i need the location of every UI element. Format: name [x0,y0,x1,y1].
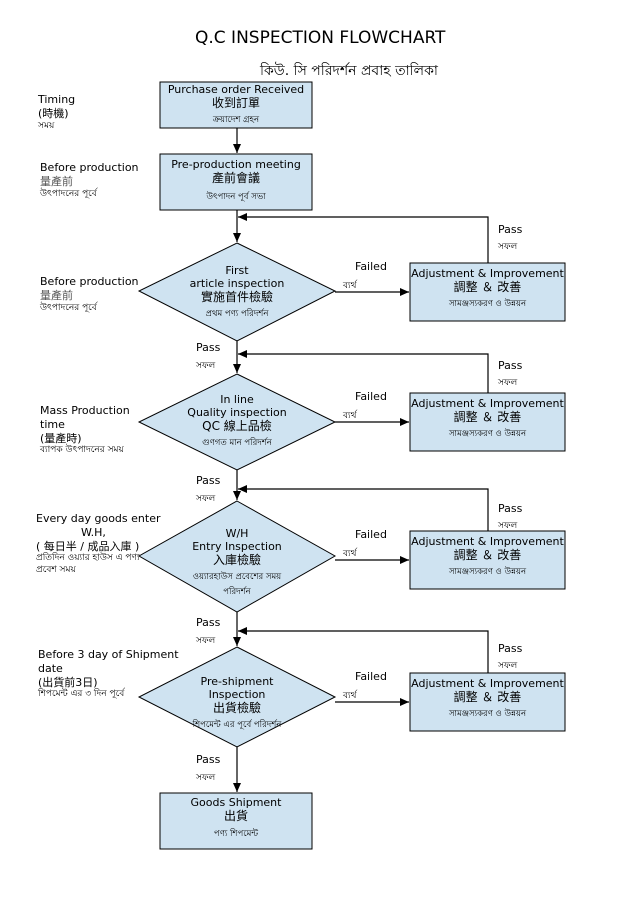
adjustment-text-4: Adjustment & Improvement 調整 ＆ 改善 সামঞ্জস… [411,677,564,719]
pass-loop-2 [238,350,489,393]
left-label-before-production-1: Before production 量產前 উৎপাদনের পূর্বে [40,161,139,199]
inline-qc-text: In line Quality inspection QC 線上品檢 গুণগত… [187,393,287,448]
failed-bn-label-2: ব্যর্থ [343,411,357,421]
pass-loop-4 [238,627,489,673]
pass-label-main-2: Pass [196,474,221,487]
pass-label-right-4: Pass [498,642,523,655]
goods-shipment-box [159,792,313,850]
pass-bn-label-main-4: সফল [196,773,216,783]
failed-bn-label-4: ব্যর্থ [343,691,357,701]
adjustment-box-4 [409,672,566,732]
pass-bn-label-right-1: সফল [498,242,518,252]
left-label-before-production-2: Before production 量產前 উৎপাদনের পূর্বে [40,275,139,313]
failed-label-4: Failed [355,670,387,683]
pass-loop-3 [238,485,489,531]
left-label-before-shipment: Before 3 day of Shipment date (出貨前3日) শি… [38,648,179,700]
pass-bn-label-main-2: সফল [196,494,216,504]
left-label-every-day: Every day goods enter W.H, ( 每日半 / 成品入庫 … [36,512,161,575]
pass-bn-label-right-2: সফল [498,378,518,388]
left-label-timing: Timing (時機) সময় [38,93,76,131]
goods-shipment-text: Goods Shipment 出貨 পণ্য শিপমেন্ট [190,796,282,839]
pass-label-right-2: Pass [498,359,523,372]
pre-production-text: Pre-production meeting 產前會議 উৎপাদন পূর্ব… [171,158,301,202]
adjustment-text-1: Adjustment & Improvement 調整 ＆ 改善 সামঞ্জস… [411,267,564,309]
pass-label-main-1: Pass [196,341,221,354]
failed-bn-label-1: ব্যর্থ [343,281,357,291]
failed-bn-label-3: ব্যর্থ [343,549,357,559]
pass-label-right-3: Pass [498,502,523,515]
left-label-mass-production: Mass Production time (量產時) ব্যাপক উৎপাদন… [40,404,130,456]
pass-label-main-3: Pass [196,616,221,629]
purchase-order-text: Purchase order Received 收到訂單 ক্রয়াদেশ গ… [167,83,305,125]
first-article-text: First article inspection 實施首件檢驗 প্রথম পণ… [189,264,285,319]
adjustment-text-3: Adjustment & Improvement 調整 ＆ 改善 সামঞ্জস… [411,535,564,577]
pass-bn-label-right-3: সফল [498,521,518,531]
pass-bn-label-right-4: সফল [498,661,518,671]
page-title: Q.C INSPECTION FLOWCHART [195,28,446,48]
pass-loop-1 [238,213,489,263]
failed-label-1: Failed [355,260,387,273]
wh-entry-text: W/H Entry Inspection 入庫檢驗 ওয়্যারহাউস প্… [192,527,282,597]
adjustment-text-2: Adjustment & Improvement 調整 ＆ 改善 সামঞ্জস… [411,397,564,439]
pass-bn-label-main-1: সফল [196,361,216,371]
page-subtitle: কিউ. সি পরিদর্শন প্রবাহ তালিকা [260,63,438,79]
failed-label-2: Failed [355,390,387,403]
pass-label-main-4: Pass [196,753,221,766]
failed-label-3: Failed [355,528,387,541]
pass-label-right-1: Pass [498,223,523,236]
adjustment-box-3 [409,530,566,590]
pre-production-box [159,153,313,211]
pass-bn-label-main-3: সফল [196,636,216,646]
purchase-order-box [159,81,313,129]
pre-shipment-text: Pre-shipment Inspection 出貨檢驗 শিপমেন্ট এর… [192,675,282,730]
